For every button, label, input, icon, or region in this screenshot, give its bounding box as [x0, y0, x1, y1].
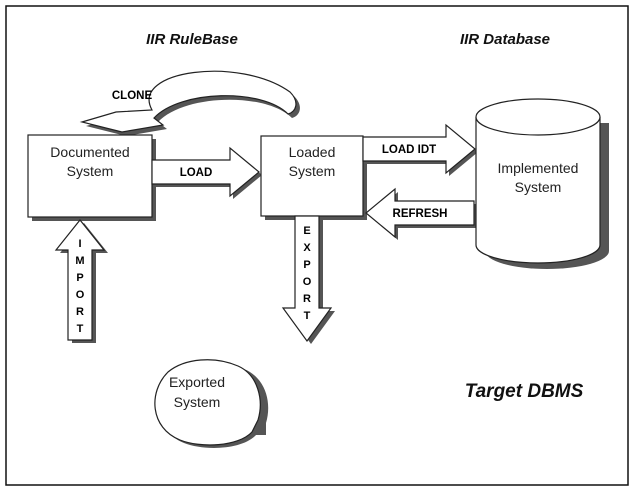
cylinder-top — [475, 98, 601, 136]
load-arrow-body — [151, 146, 260, 198]
loaded-system-box: Loaded System — [260, 135, 367, 220]
export-letter-2: X — [303, 242, 311, 254]
documented-label-line2: System — [67, 163, 114, 179]
export-letter-4: O — [303, 276, 312, 288]
exported-system-shape: Exported System — [154, 359, 269, 448]
clone-arrow: CLONE — [79, 70, 300, 136]
cylinder-body — [475, 117, 601, 264]
import-arrow-body — [54, 219, 106, 341]
heading-database: IIR Database — [460, 31, 550, 48]
export-letter-3: P — [303, 259, 310, 271]
import-letter-4: O — [76, 289, 85, 301]
load-idt-arrow: LOAD IDT — [362, 123, 478, 176]
export-arrow: E X P O R T — [281, 215, 335, 344]
import-arrow: I M P O R T — [54, 219, 108, 343]
implemented-system-cylinder: Implemented System — [475, 98, 609, 269]
refresh-label: REFRESH — [393, 208, 448, 220]
import-letter-5: R — [76, 306, 84, 318]
export-letter-1: E — [303, 225, 310, 237]
documented-label-line1: Documented — [50, 144, 129, 160]
load-arrow: LOAD — [151, 146, 262, 199]
export-letter-5: R — [303, 293, 311, 305]
import-letter-6: T — [77, 323, 84, 335]
exported-shape-body — [154, 359, 261, 446]
import-letter-1: I — [78, 238, 81, 250]
refresh-arrow-body — [365, 187, 475, 239]
clone-label: CLONE — [112, 90, 153, 102]
documented-system-box: Documented System — [27, 134, 156, 221]
loaded-label-line2: System — [289, 163, 336, 179]
load-idt-arrow-body — [362, 123, 476, 175]
loaded-label-line1: Loaded — [289, 144, 336, 160]
implemented-label-line2: System — [515, 179, 562, 195]
documented-box-frame — [27, 134, 153, 218]
implemented-label-line1: Implemented — [498, 160, 579, 176]
load-label: LOAD — [180, 167, 213, 179]
import-letter-3: P — [76, 272, 83, 284]
refresh-arrow: REFRESH — [365, 187, 477, 240]
clone-arrow-body — [79, 70, 297, 133]
import-letter-2: M — [75, 255, 84, 267]
export-letter-6: T — [304, 310, 311, 322]
heading-target-dbms: Target DBMS — [465, 381, 584, 402]
exported-label-line1: Exported — [169, 374, 225, 390]
exported-label-line2: System — [174, 394, 221, 410]
heading-rulebase: IIR RuleBase — [146, 31, 238, 48]
load-idt-label: LOAD IDT — [382, 144, 436, 156]
export-arrow-body — [281, 215, 333, 343]
